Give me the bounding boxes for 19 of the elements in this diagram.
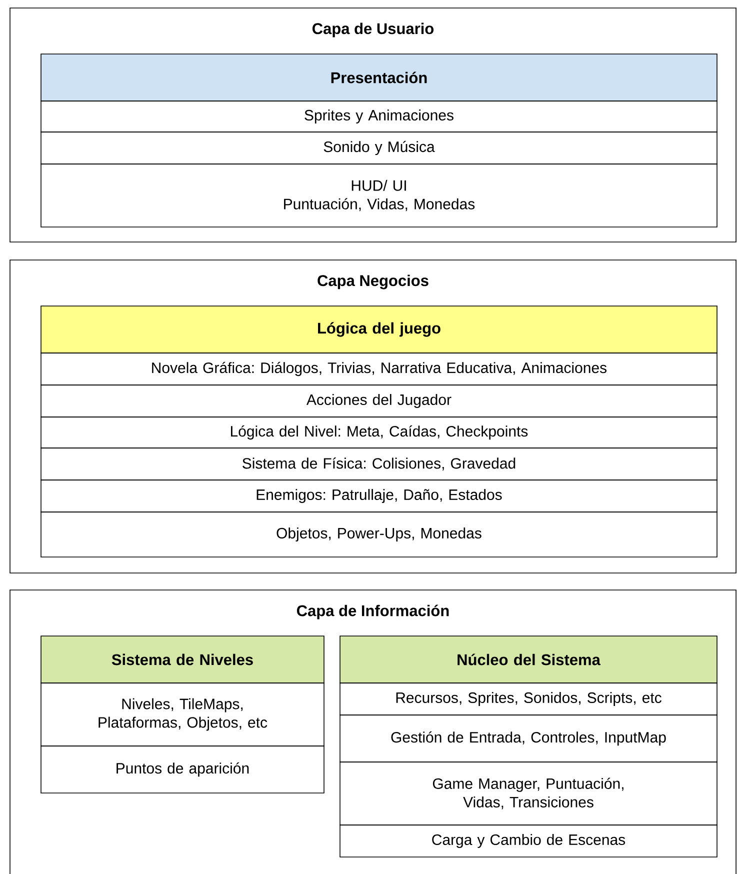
component-box: Lógica del Nivel: Meta, Caídas, Checkpoints: [40, 416, 718, 448]
component-box: Gestión de Entrada, Controles, InputMap: [340, 714, 718, 762]
component-box: Acciones del Jugador: [40, 384, 718, 418]
component-box: Niveles, TileMaps, Plataformas, Objetos, etc: [40, 682, 324, 746]
component-box: Enemigos: Patrullaje, Daño, Estados: [40, 480, 718, 512]
component-box: Objetos, Power-Ups, Monedas: [40, 512, 718, 558]
component-box: Novela Gráfica: Diálogos, Trivias, Narrativa Educativa, Animaciones: [40, 352, 718, 386]
component-box: HUD/ UI Puntuación, Vidas, Monedas: [40, 164, 718, 228]
header-box: Presentación: [40, 54, 718, 102]
header-box: Núcleo del Sistema: [340, 636, 718, 684]
component-box: Sistema de Física: Colisiones, Gravedad: [40, 448, 718, 480]
header-box: Sistema de Niveles: [40, 636, 324, 684]
component-box: Sprites y Animaciones: [40, 100, 718, 132]
header-box: Lógica del juego: [40, 306, 718, 354]
component-box: Sonido y Música: [40, 132, 718, 164]
component-box: Carga y Cambio de Escenas: [340, 824, 718, 858]
component-box: Puntos de aparición: [40, 746, 324, 794]
component-box: Game Manager, Puntuación, Vidas, Transiciones: [340, 762, 718, 826]
component-box: Recursos, Sprites, Sonidos, Scripts, etc: [340, 682, 718, 716]
